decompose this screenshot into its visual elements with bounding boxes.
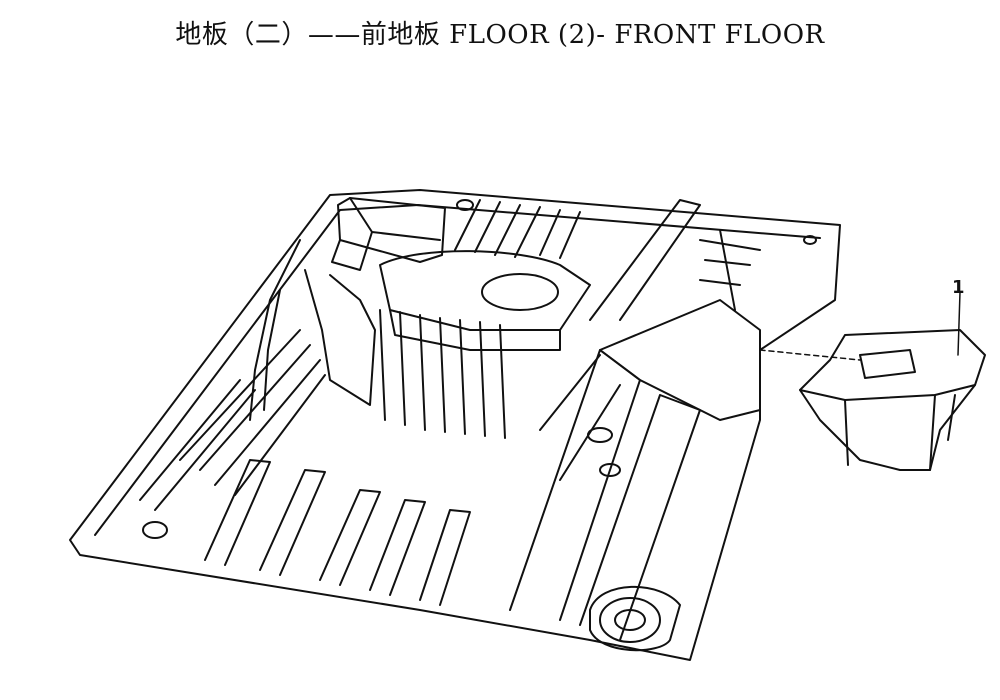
callout-number-1: 1 (952, 277, 965, 298)
page-title-cn: 地板（二）——前地板 (175, 20, 441, 50)
left-ribs (179, 329, 326, 496)
floor-pan-outline (69, 189, 841, 661)
callout-leader-dashed (759, 349, 861, 361)
cross-member-hole (481, 273, 559, 311)
boss-inner (614, 609, 646, 631)
rear-tunnel (509, 349, 641, 621)
floor-pan-inner-edge (94, 204, 821, 536)
left-rail (249, 239, 301, 421)
cross-member (379, 250, 591, 331)
page-title-en: FLOOR (2)- FRONT FLOOR (449, 20, 825, 50)
boss-outer (599, 597, 661, 643)
page-title: 地板（二）——前地板 FLOOR (2)- FRONT FLOOR (0, 14, 1000, 51)
part-1-bracket (799, 329, 986, 471)
center-tunnel (589, 199, 701, 321)
callout-leader (957, 291, 961, 356)
